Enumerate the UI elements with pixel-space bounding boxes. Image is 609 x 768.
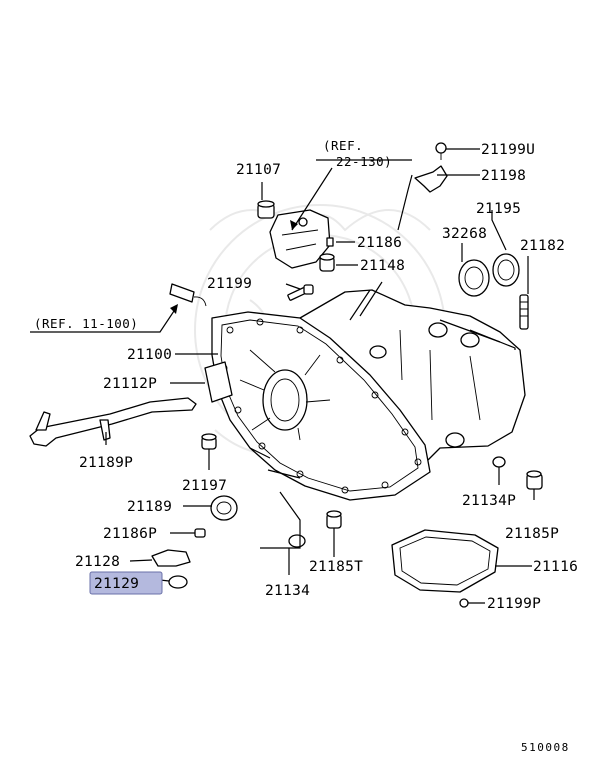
label-21129[interactable]: 21129 [94, 576, 139, 592]
oil-seal-32268 [458, 259, 490, 297]
ref-arrow-icon [170, 304, 178, 314]
ref-22-130-line1[interactable]: (REF. [323, 138, 363, 153]
label-21116[interactable]: 21116 [533, 559, 578, 575]
cover-21128 [151, 549, 191, 567]
bolt-21199 [287, 284, 314, 301]
label-21185p[interactable]: 21185P [505, 526, 559, 542]
bracket-21198 [414, 165, 448, 193]
label-32268[interactable]: 32268 [442, 226, 487, 242]
label-21112p[interactable]: 21112P [103, 376, 157, 392]
label-21198[interactable]: 21198 [481, 168, 526, 184]
ref-11-100[interactable]: (REF. 11-100) [34, 316, 138, 331]
bolt-21199u [435, 142, 447, 160]
bracket-21189p [29, 397, 197, 447]
washer-21134p [492, 456, 506, 468]
transaxle-case-drawing [211, 289, 526, 501]
label-21100[interactable]: 21100 [127, 347, 172, 363]
label-21197[interactable]: 21197 [182, 478, 227, 494]
label-21182[interactable]: 21182 [520, 238, 565, 254]
leader-lines [30, 148, 535, 604]
plug-21185p [526, 470, 543, 490]
bush-21148 [319, 253, 335, 272]
label-21185t[interactable]: 21185T [309, 559, 363, 575]
stud-21182 [519, 294, 529, 330]
label-21134[interactable]: 21134 [265, 583, 310, 599]
label-21186p[interactable]: 21186P [103, 526, 157, 542]
bolt-21199p [459, 598, 469, 608]
label-21148[interactable]: 21148 [360, 258, 405, 274]
seal-21189 [210, 495, 238, 521]
label-21199[interactable]: 21199 [207, 276, 252, 292]
label-21199u[interactable]: 21199U [481, 142, 535, 158]
part-labels: 21199U 21198 21107 21195 32268 21182 211… [75, 142, 578, 612]
label-plate-21112p [204, 361, 233, 403]
cap-21107 [257, 200, 275, 219]
washer-21134 [288, 534, 306, 548]
sensor-assembly [269, 209, 331, 269]
ref-22-130-line2[interactable]: 22-130) [336, 154, 392, 169]
label-21107[interactable]: 21107 [236, 162, 281, 178]
label-21189[interactable]: 21189 [127, 499, 172, 515]
tag-part [169, 283, 195, 303]
label-21128[interactable]: 21128 [75, 554, 120, 570]
pin-21186 [326, 237, 334, 247]
pin-21186p [194, 528, 206, 538]
label-21189p[interactable]: 21189P [79, 455, 133, 471]
label-21199p[interactable]: 21199P [487, 596, 541, 612]
ref-arrow-icon [290, 220, 298, 230]
label-21195[interactable]: 21195 [476, 201, 521, 217]
plug-21197 [201, 433, 217, 450]
highlight-box [89, 571, 163, 595]
label-21134p[interactable]: 21134P [462, 493, 516, 509]
ring-21195 [492, 253, 520, 287]
gasket-21116 [391, 529, 499, 593]
cap-21129 [168, 575, 188, 589]
reference-labels: (REF. 22-130) (REF. 11-100) [34, 138, 392, 331]
figure-number: 510008 [521, 741, 570, 754]
label-21186[interactable]: 21186 [357, 235, 402, 251]
plug-21185t [326, 510, 342, 529]
